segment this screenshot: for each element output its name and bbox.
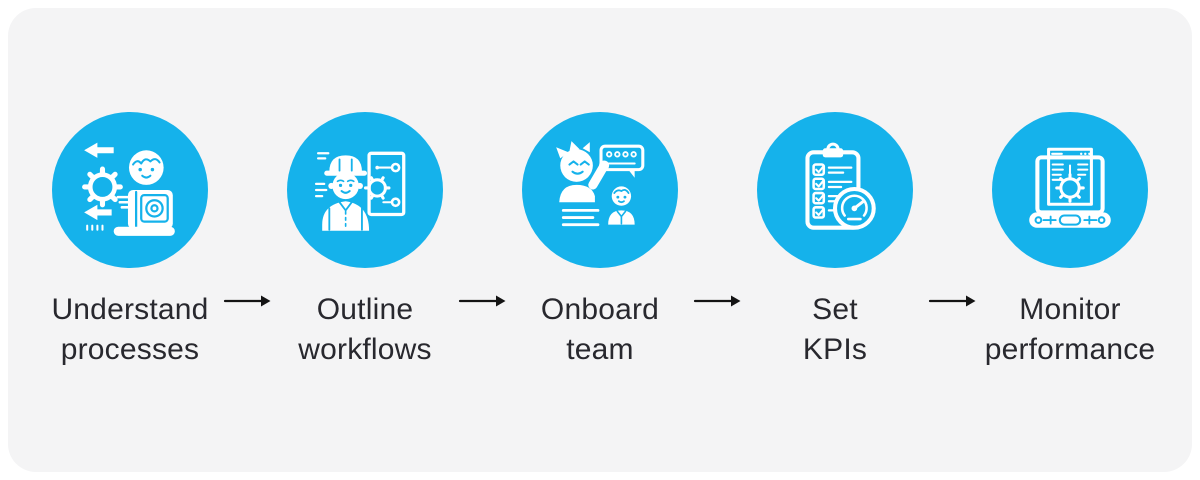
step-label-line1: Outline bbox=[316, 293, 414, 326]
flow-arrow bbox=[693, 293, 740, 309]
flow-arrow bbox=[223, 293, 270, 309]
step-circle bbox=[992, 112, 1148, 268]
step-label-line2: workflows bbox=[298, 333, 432, 366]
step-label-line1: Onboard bbox=[540, 293, 660, 326]
step-label-line1: Set bbox=[812, 293, 858, 326]
checklist-gauge-icon bbox=[805, 142, 876, 230]
step-monitor-performance: Monitor performance bbox=[975, 112, 1165, 370]
step-circle bbox=[522, 112, 678, 268]
step-circle bbox=[52, 112, 208, 268]
person-computer-gears-icon bbox=[82, 142, 175, 236]
engineer-blueprint-icon bbox=[314, 151, 406, 231]
step-label: Outline workflows bbox=[298, 290, 432, 370]
step-label-line2: KPIs bbox=[802, 333, 868, 366]
laptop-gear-dashboard-icon bbox=[1029, 147, 1111, 228]
step-label: Understand processes bbox=[51, 290, 208, 370]
process-flow: Understand processes bbox=[8, 112, 1192, 370]
step-label-line2: processes bbox=[60, 333, 200, 366]
step-label-line2: performance bbox=[984, 333, 1156, 366]
step-circle bbox=[757, 112, 913, 268]
step-label: Onboard team bbox=[541, 290, 659, 370]
step-set-kpis: Set KPIs bbox=[740, 112, 930, 370]
right-arrow-icon bbox=[223, 295, 270, 307]
step-label-line2: team bbox=[566, 333, 634, 366]
right-arrow-icon bbox=[458, 295, 505, 307]
flow-arrow bbox=[928, 293, 975, 309]
flow-arrow bbox=[458, 293, 505, 309]
step-onboard-team: Onboard team bbox=[505, 112, 695, 370]
step-label-line1: Understand bbox=[51, 293, 209, 326]
greeting-person-chat-icon bbox=[556, 141, 645, 227]
right-arrow-icon bbox=[928, 295, 975, 307]
right-arrow-icon bbox=[693, 295, 740, 307]
infographic-card: Understand processes bbox=[8, 8, 1192, 472]
step-understand-processes: Understand processes bbox=[35, 112, 225, 370]
step-circle bbox=[287, 112, 443, 268]
step-outline-workflows: Outline workflows bbox=[270, 112, 460, 370]
step-label: Monitor performance bbox=[985, 290, 1156, 370]
step-label-line1: Monitor bbox=[1019, 293, 1121, 326]
step-label: Set KPIs bbox=[803, 290, 867, 370]
